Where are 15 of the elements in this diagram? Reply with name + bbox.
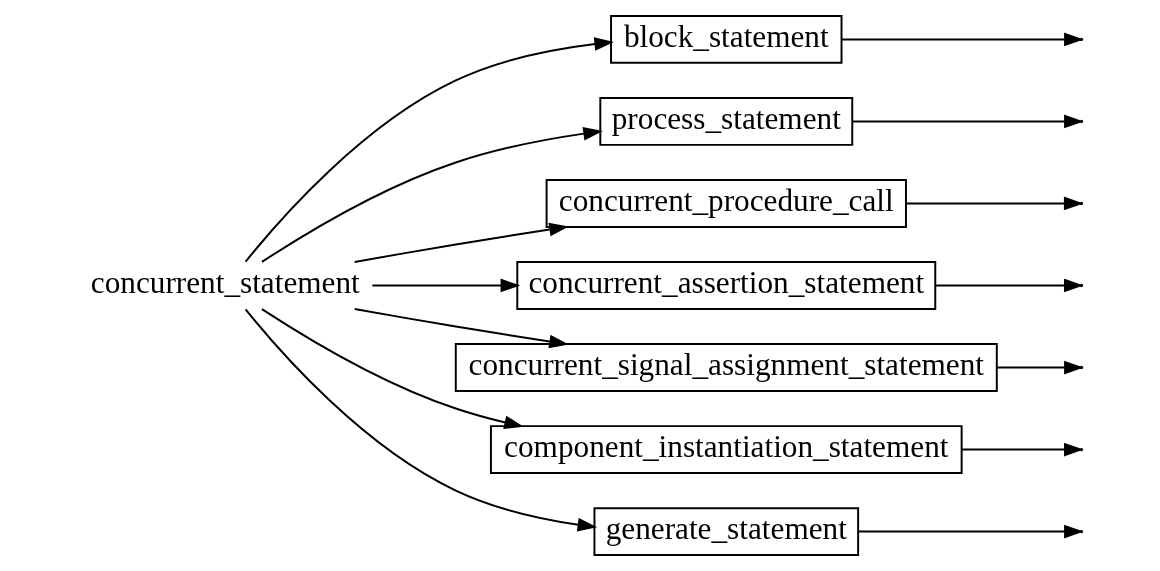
arrow — [260, 126, 603, 263]
node-box: concurrent_signal_assignment_statement — [454, 343, 998, 392]
node-text: concurrent_statement — [90, 264, 360, 300]
node-box: concurrent_procedure_call — [545, 179, 907, 228]
arrow — [244, 37, 614, 263]
node-box: concurrent_assertion_statement — [515, 261, 936, 310]
arrow — [244, 308, 597, 532]
node-box: block_statement — [609, 15, 842, 64]
arrow — [370, 278, 520, 293]
arrow — [353, 308, 569, 349]
arrow — [260, 308, 524, 430]
arrow — [353, 222, 569, 263]
node-box: process_statement — [598, 97, 853, 146]
node-box: generate_statement — [592, 507, 859, 556]
node-box: component_instantiation_statement — [489, 425, 963, 474]
